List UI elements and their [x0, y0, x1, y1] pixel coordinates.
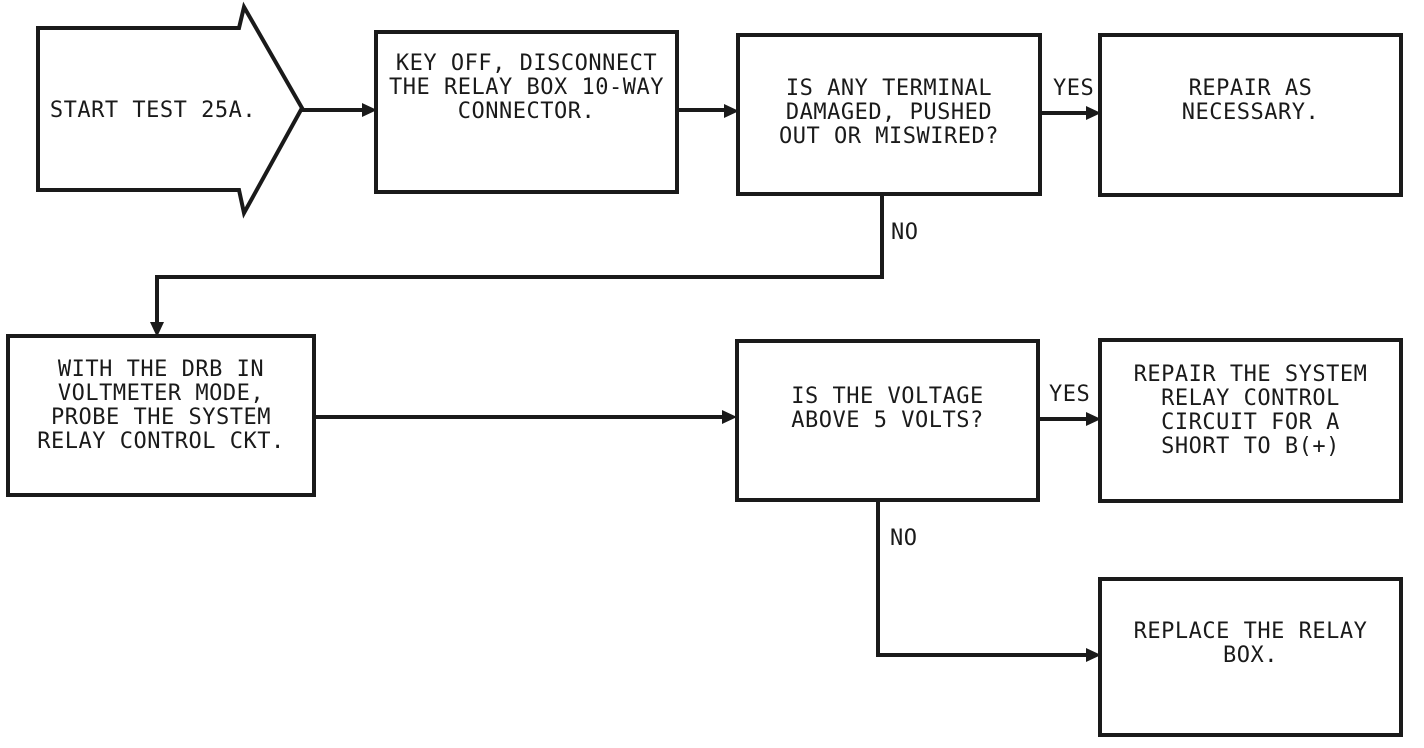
node-repair-as-necessary: REPAIR AS NECESSARY. [1098, 33, 1403, 197]
arrowhead-right-icon [1086, 412, 1101, 426]
start-arrow-shape [36, 1, 305, 219]
node-text: IS ANY TERMINAL DAMAGED, PUSHED OUT OR M… [779, 76, 999, 149]
node-drb-voltmeter-probe: WITH THE DRB IN VOLTMETER MODE, PROBE TH… [6, 334, 316, 497]
node-text: REPAIR AS NECESSARY. [1181, 76, 1320, 125]
node-terminal-check: IS ANY TERMINAL DAMAGED, PUSHED OUT OR M… [736, 33, 1042, 196]
edge-label-yes-terminal: YES [1053, 76, 1095, 101]
arrowhead-right-icon [724, 104, 739, 118]
edge-label-yes-voltage: YES [1049, 382, 1091, 407]
node-text: REPAIR THE SYSTEM RELAY CONTROL CIRCUIT … [1133, 362, 1368, 459]
arrowhead-right-icon [722, 410, 737, 424]
edge-label-no-voltage: NO [890, 526, 918, 551]
node-text: REPLACE THE RELAY BOX. [1133, 619, 1368, 668]
start-node-label: START TEST 25A. [49, 98, 257, 123]
arrowhead-right-icon [1086, 648, 1101, 662]
connector-no-to-replace [876, 502, 1086, 657]
node-replace-relay-box: REPLACE THE RELAY BOX. [1098, 577, 1403, 737]
node-text: WITH THE DRB IN VOLTMETER MODE, PROBE TH… [37, 357, 285, 454]
arrowhead-down-icon [150, 322, 164, 337]
arrowhead-right-icon [362, 103, 377, 117]
node-disconnect-connector: KEY OFF, DISCONNECT THE RELAY BOX 10-WAY… [374, 30, 679, 194]
node-voltage-check: IS THE VOLTAGE ABOVE 5 VOLTS? [735, 339, 1040, 502]
arrowhead-right-icon [1086, 106, 1101, 120]
connector-no-to-drb-probe [155, 194, 884, 322]
edge-label-no-terminal: NO [891, 220, 919, 245]
node-text: IS THE VOLTAGE ABOVE 5 VOLTS? [791, 384, 984, 433]
node-repair-short-to-b-plus: REPAIR THE SYSTEM RELAY CONTROL CIRCUIT … [1098, 338, 1403, 503]
node-text: KEY OFF, DISCONNECT THE RELAY BOX 10-WAY… [389, 51, 664, 124]
